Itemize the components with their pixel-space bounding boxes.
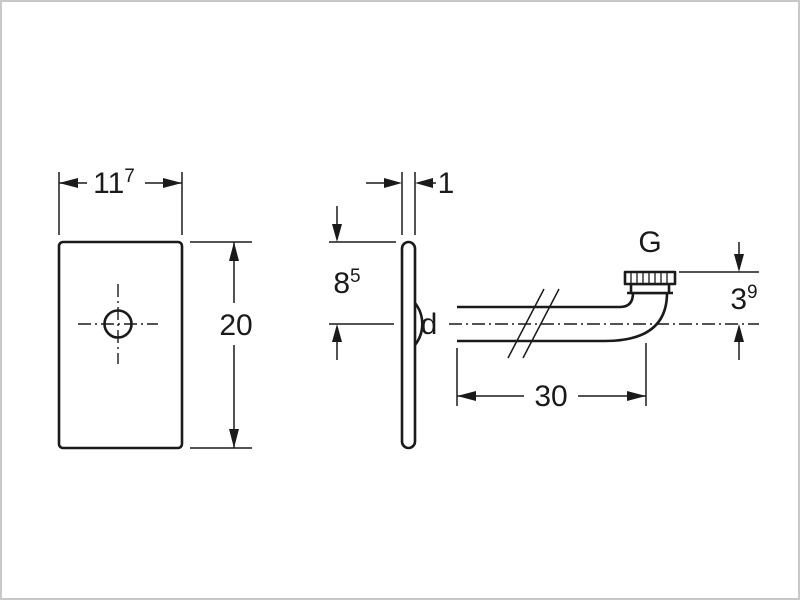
text-mask — [87, 160, 145, 198]
dim-label-thread: G — [638, 226, 661, 259]
dim-label-plate-height: 20 — [219, 309, 252, 342]
thread-hatching — [630, 273, 668, 283]
dim-label-plate-width: 117 — [93, 166, 135, 200]
dim-label-pipe-length: 30 — [534, 380, 567, 413]
pipe-length-dimension: 30 — [456, 343, 647, 414]
arrowhead-up — [734, 324, 744, 342]
plate-side-outline — [400, 240, 417, 450]
text-mask — [524, 378, 578, 414]
dim-label-offset: 85 — [333, 266, 360, 300]
break-mark — [522, 288, 560, 359]
front-view — [57, 240, 184, 450]
pipe-top-wall — [457, 292, 635, 309]
dim-label-thickness: 1 — [438, 167, 455, 200]
pipe-bottom-wall — [457, 292, 669, 343]
plate-front-outline — [57, 240, 184, 450]
arrowhead-right — [384, 178, 402, 188]
arrowhead-up — [229, 242, 239, 261]
mounting-hole — [103, 309, 133, 339]
arrowhead-up — [332, 324, 342, 342]
arrowhead-right — [627, 391, 646, 401]
front-width-dimension: 117 — [58, 160, 183, 235]
arrowhead-down — [734, 254, 744, 272]
offset-dimension: 85 — [329, 206, 396, 360]
front-height-dimension: 20 — [190, 241, 259, 449]
arrowhead-down — [332, 224, 342, 242]
dim-label-diameter: d — [421, 308, 438, 341]
text-mask — [213, 303, 259, 345]
arrowhead-left — [415, 178, 433, 188]
side-view — [400, 240, 424, 450]
arrowhead-left — [457, 391, 476, 401]
thickness-dimension: 1 — [366, 167, 454, 235]
nut-collar — [629, 282, 671, 295]
arrowhead-right — [163, 178, 182, 188]
pipe-assembly — [449, 270, 759, 359]
thread-height-dimension: 39 — [679, 242, 759, 360]
arrowhead-down — [229, 429, 239, 448]
connector-boss — [413, 302, 424, 346]
dim-label-thread-height: 39 — [730, 282, 757, 316]
arrowhead-left — [59, 178, 78, 188]
break-mark — [507, 288, 545, 359]
